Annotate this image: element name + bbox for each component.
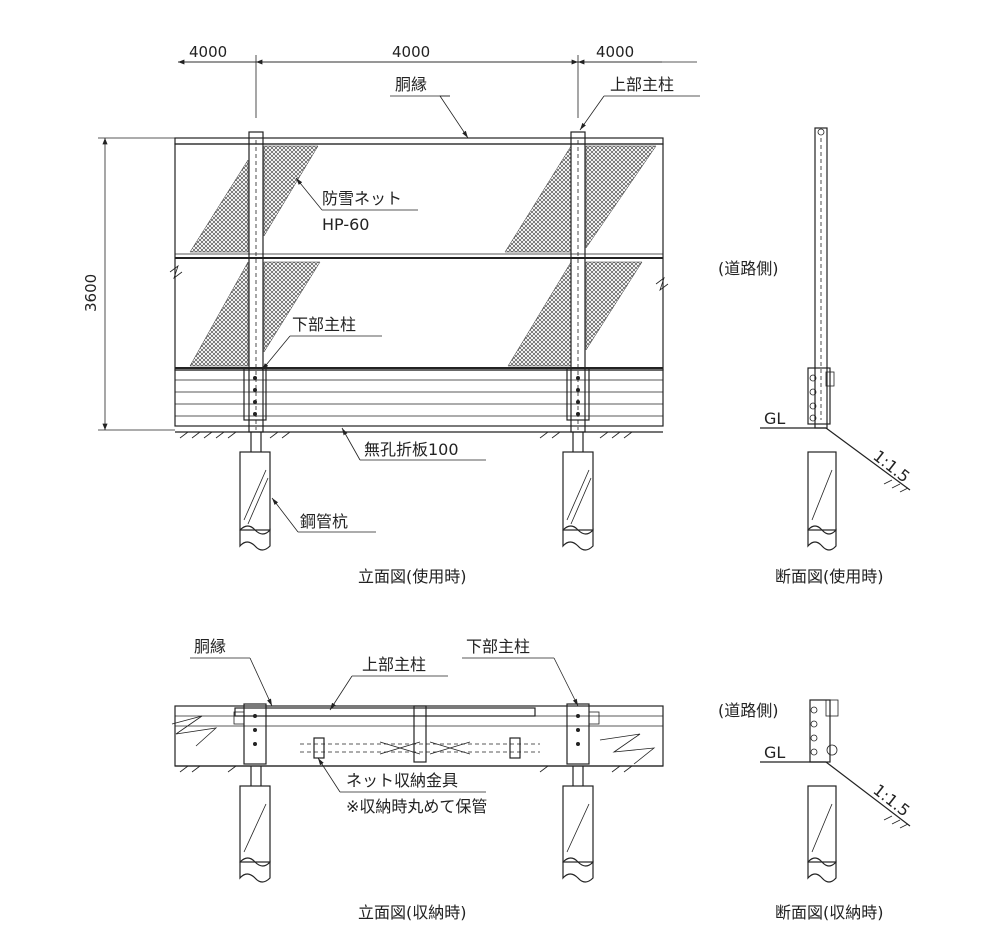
stored-break-left xyxy=(171,715,218,747)
caption-elevation-stored: 立面図(収納時) xyxy=(358,903,467,922)
steel-pile-right xyxy=(562,432,594,551)
section-gl: GL xyxy=(764,409,785,428)
dim-right: 4000 xyxy=(596,43,634,61)
stored-folded-plate xyxy=(174,705,664,767)
dim-left: 4000 xyxy=(189,43,227,61)
stored-pile-right xyxy=(562,766,594,883)
stored-label-note: ※収納時丸めて保管 xyxy=(346,797,487,816)
stored-section-road-side: (道路側) xyxy=(718,701,779,720)
caption-section-use: 断面図(使用時) xyxy=(775,567,884,586)
stored-post-left xyxy=(233,703,267,765)
break-mark-left xyxy=(169,264,183,280)
stored-section-gl: GL xyxy=(764,743,785,762)
dimension-lines xyxy=(98,55,697,431)
stored-leader-lines xyxy=(190,657,579,793)
stored-pile-left xyxy=(239,766,271,883)
stored-label-lower-post: 下部主柱 xyxy=(466,637,530,656)
stored-label-dobuchi: 胴縁 xyxy=(194,637,226,656)
ground-line xyxy=(175,431,663,439)
label-upper-post: 上部主柱 xyxy=(610,75,674,94)
section-slope xyxy=(825,427,911,491)
label-folded-plate: 無孔折板100 xyxy=(364,440,459,459)
top-rail xyxy=(174,137,664,145)
folded-plate xyxy=(174,369,664,427)
elevation-stored: 胴縁 上部主柱 下部主柱 ネット収納金具 ※収納時丸めて保管 立面図(収納時) xyxy=(171,637,664,922)
stored-post-right xyxy=(566,703,600,765)
section-bracket xyxy=(807,367,831,425)
stored-section-bracket xyxy=(809,699,831,763)
section-stored: (道路側) GL 1:1.5 断面図(収納時) xyxy=(718,699,914,922)
dim-center: 4000 xyxy=(392,43,430,61)
snow-net-hatch xyxy=(189,145,657,367)
label-net: 防雪ネット xyxy=(322,189,402,208)
stored-label-net-storage: ネット収納金具 xyxy=(346,771,458,790)
section-use: (道路側) GL 1:1.5 断面図(使用時) xyxy=(718,127,914,586)
label-dobuchi: 胴縁 xyxy=(395,75,427,94)
dim-height: 3600 xyxy=(82,274,100,312)
steel-pile-left xyxy=(239,432,271,551)
stored-section-slope xyxy=(825,761,911,827)
section-pile xyxy=(807,451,837,531)
leader-lines xyxy=(261,95,700,533)
section-road-side: (道路側) xyxy=(718,259,779,278)
stored-label-upper-post: 上部主柱 xyxy=(362,655,426,674)
label-net-model: HP-60 xyxy=(322,215,369,234)
label-steel-pile: 鋼管杭 xyxy=(300,512,348,531)
caption-elevation-use: 立面図(使用時) xyxy=(358,567,467,586)
elevation-use: 4000 4000 4000 3600 xyxy=(82,43,700,586)
caption-section-stored: 断面図(収納時) xyxy=(775,903,884,922)
stored-break-right xyxy=(599,733,656,765)
stored-section-slope-ratio: 1:1.5 xyxy=(870,780,914,820)
label-lower-post: 下部主柱 xyxy=(292,315,356,334)
break-mark-right xyxy=(655,276,669,292)
stored-net-bar xyxy=(234,707,536,717)
